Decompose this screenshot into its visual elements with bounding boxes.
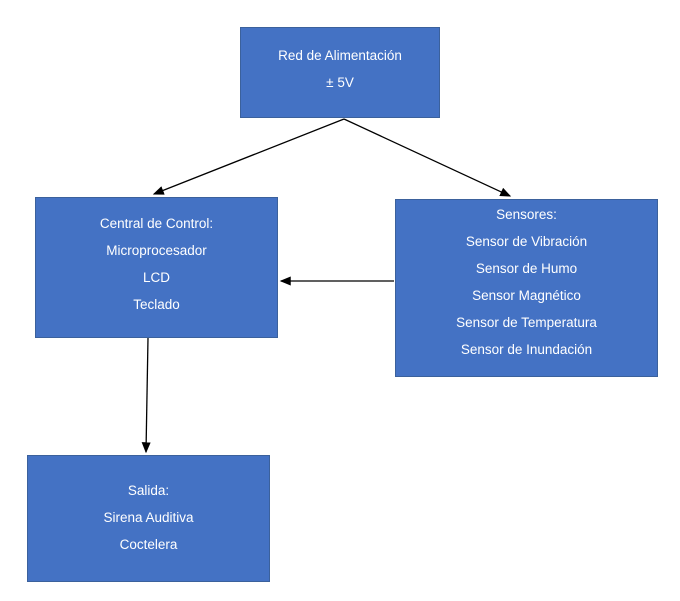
box-control-center-item: Teclado	[133, 297, 180, 312]
box-sensors: Sensores: Sensor de Vibración Sensor de …	[395, 199, 658, 377]
box-control-center-item: Microprocesador	[106, 243, 207, 258]
box-output-item: Coctelera	[119, 537, 178, 552]
box-control-center-item: LCD	[142, 270, 170, 285]
box-sensors-item: Sensor de Inundación	[460, 342, 593, 357]
box-sensors-item: Sensor de Temperatura	[456, 315, 597, 330]
box-sensors-item: Sensor de Humo	[475, 261, 578, 276]
box-power-supply-title: Red de Alimentación	[278, 48, 402, 63]
box-control-center-title: Central de Control:	[99, 216, 214, 231]
box-output-title: Salida:	[127, 483, 170, 498]
box-power-supply: Red de Alimentación ± 5V	[240, 27, 440, 118]
box-power-supply-voltage: ± 5V	[326, 75, 354, 90]
arrow-power-to-control	[152, 118, 345, 195]
box-control-center: Central de Control: Microprocesador LCD …	[35, 197, 278, 338]
arrow-control-to-output	[141, 337, 151, 454]
box-output: Salida: Sirena Auditiva Coctelera	[27, 455, 270, 582]
box-output-item: Sirena Auditiva	[103, 510, 194, 525]
box-sensors-item: Sensor Magnético	[472, 288, 581, 303]
arrow-power-to-sensors	[343, 118, 512, 197]
box-sensors-item: Sensor de Vibración	[465, 234, 588, 249]
box-sensors-title: Sensores:	[496, 207, 557, 222]
